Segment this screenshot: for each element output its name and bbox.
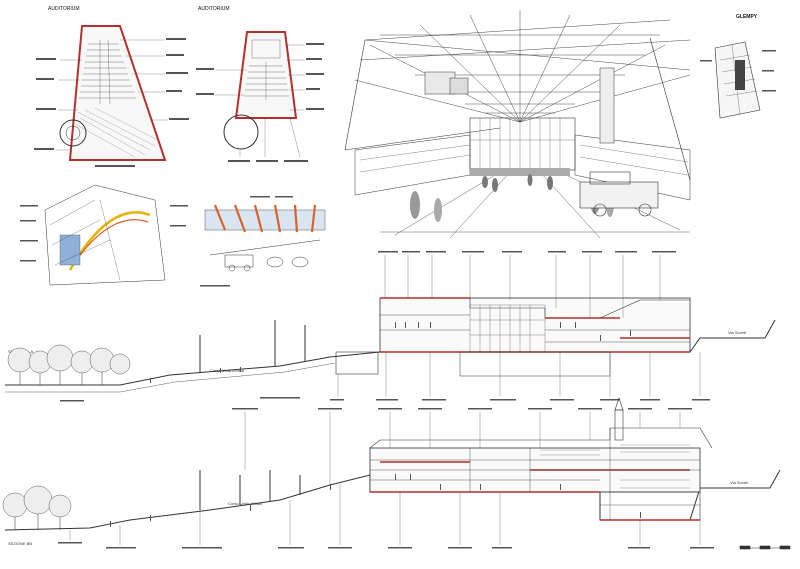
site-plan-mini: [700, 41, 776, 119]
plan-auditorium-left: AUDITORIUM: [34, 6, 189, 167]
corso-label-bottom: Corso Unità d'Italia: [228, 501, 262, 506]
section-b-b: SEZIONE BB Corso Unità d'Italia: [2, 397, 791, 550]
sketch-section-left: [20, 184, 188, 286]
via-soveti-label-bottom: Via Soveti: [730, 480, 748, 485]
perspective-interior-hall: [344, 10, 691, 239]
plan-mid-title: AUDITORIUM: [198, 6, 230, 12]
scale-bar: [739, 545, 791, 550]
section-a-a: SEZIONE A-A Corso Unità d'Italia: [5, 251, 776, 402]
section-b-label: SEZIONE BB: [8, 541, 32, 546]
brand-label: GLEMPY: [736, 14, 758, 20]
plan-left-title: AUDITORIUM: [48, 6, 80, 12]
via-soveti-label-top: Via Soveti: [728, 330, 746, 335]
corso-label-top: Corso Unità d'Italia: [210, 368, 244, 373]
sketch-section-right: [200, 196, 326, 287]
plan-auditorium-middle: AUDITORIUM: [196, 6, 324, 162]
